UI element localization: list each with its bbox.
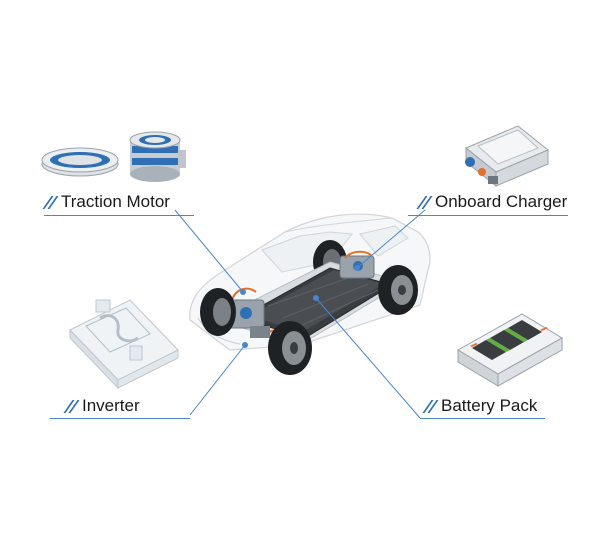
- inverter-underline: [50, 418, 190, 419]
- onboard-charger-text: Onboard Charger: [435, 192, 568, 211]
- accent-slash-icon: [44, 195, 56, 209]
- onboard-charger-underline: [408, 215, 568, 216]
- inverter-icon: [69, 299, 179, 390]
- traction-motor-icon: [41, 131, 186, 182]
- traction-motor-text: Traction Motor: [61, 192, 170, 211]
- ev-chassis-illustration: [189, 213, 431, 375]
- battery-pack-underline: [420, 418, 545, 419]
- inverter-label: Inverter: [65, 396, 140, 416]
- traction-motor-label: Traction Motor: [44, 192, 170, 212]
- accent-slash-icon: [65, 399, 77, 413]
- battery-pack-text: Battery Pack: [441, 396, 538, 415]
- battery-pack-label: Battery Pack: [424, 396, 537, 416]
- leader-lines: [174, 209, 426, 419]
- inverter-text: Inverter: [82, 396, 140, 415]
- onboard-charger-leader: [356, 209, 426, 269]
- accent-slash-icon: [418, 195, 430, 209]
- inverter-leader: [189, 344, 246, 416]
- battery-pack-leader: [315, 297, 421, 419]
- battery-pack-icon: [457, 313, 563, 387]
- onboard-charger-icon: [465, 125, 549, 188]
- accent-slash-icon: [424, 399, 436, 413]
- traction-motor-leader: [174, 209, 244, 293]
- onboard-charger-label: Onboard Charger: [418, 192, 567, 212]
- traction-motor-underline: [44, 215, 194, 216]
